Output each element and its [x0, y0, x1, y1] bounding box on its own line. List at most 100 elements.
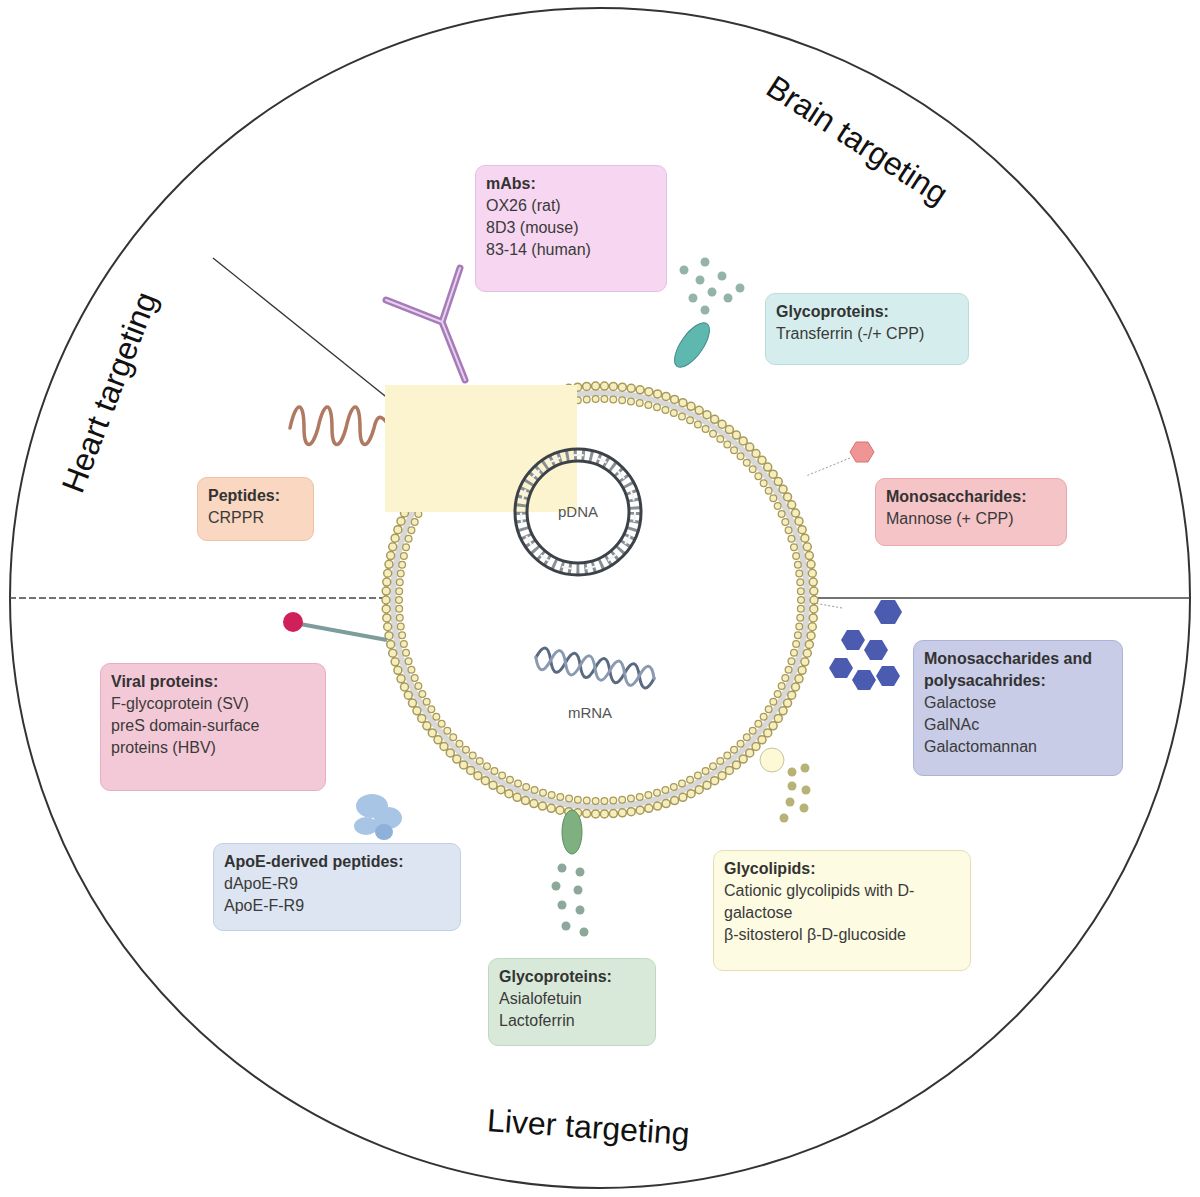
box-text: Mannose (+ CPP)	[886, 508, 1056, 530]
box-text: F-glycoprotein (SV)	[111, 693, 315, 715]
box-heading: mAbs:	[486, 173, 656, 195]
transferrin-ligand	[701, 306, 710, 315]
cargo-label: mRNA	[568, 702, 612, 724]
glycolipid-ligand	[786, 798, 795, 807]
glycoprotein-ligand	[574, 886, 583, 895]
glycolipid-ligand	[788, 768, 797, 777]
apoe-ligand	[354, 817, 378, 835]
transferrin-ligand	[724, 294, 733, 303]
ligand-box: mAbs:OX26 (rat)8D3 (mouse)83-14 (human)	[475, 165, 667, 292]
ligand-box: ApoE-derived peptides:dApoE-R9ApoE-F-R9	[213, 843, 461, 931]
box-text: CRPPR	[208, 507, 303, 529]
galactose-ligands	[829, 658, 853, 678]
transferrin-ligand	[680, 258, 745, 315]
glycolipid-ligand	[802, 786, 811, 795]
viral-protein-ligand	[283, 612, 303, 632]
glycoprotein-ligand	[552, 882, 561, 891]
box-heading: Glycolipids:	[724, 858, 960, 880]
glycolipid-ligand	[800, 804, 809, 813]
box-text: β-sitosterol β-D-glucoside	[724, 924, 960, 946]
mrna-strand	[534, 647, 656, 690]
transferrin-ligand	[696, 276, 705, 285]
transferrin-ligand	[689, 294, 698, 303]
box-text: Asialofetuin	[499, 988, 645, 1010]
ligand-box: Glycolipids:Cationic glycolipids with D-…	[713, 850, 971, 971]
nanoparticle-core	[385, 385, 577, 512]
peptide-coil	[290, 407, 396, 445]
sector-divider	[213, 258, 405, 412]
box-heading: Viral proteins:	[111, 671, 315, 693]
galactose-ligands	[876, 666, 900, 686]
nanoparticle: pDNA mRNA	[385, 385, 815, 815]
galactose-ligands	[814, 600, 902, 690]
ligand-box: Glycoproteins:Transferrin (-/+ CPP)	[765, 293, 969, 365]
galactose-ligands	[814, 603, 842, 608]
antibody-ligand	[386, 268, 465, 380]
glycoprotein-ligand	[576, 906, 585, 915]
transferrin-ligand	[736, 284, 745, 293]
box-heading: Glycoproteins:	[776, 301, 958, 323]
glycolipid-ligand	[760, 748, 811, 823]
peptide-coil	[290, 407, 396, 445]
box-text: Cationic glycolipids with D-galactose	[724, 880, 960, 924]
box-text: 8D3 (mouse)	[486, 217, 656, 239]
ligand-box: Monosaccharides and polysacahrides:Galac…	[913, 640, 1123, 776]
glycoprotein-ligand	[576, 868, 585, 877]
transferrin-ligand	[668, 317, 716, 372]
outer-circle	[10, 8, 1190, 1188]
transferrin-ligand	[668, 258, 744, 373]
box-heading: Glycoproteins:	[499, 966, 645, 988]
glycolipid-ligand	[780, 814, 789, 823]
cargo-label: pDNA	[558, 501, 598, 523]
box-text: OX26 (rat)	[486, 195, 656, 217]
apoe-ligand	[354, 794, 402, 840]
sector-divider	[9, 597, 388, 598]
ligand-box: Viral proteins:F-glycoprotein (SV)preS d…	[100, 663, 326, 791]
viral-protein-ligand	[283, 612, 387, 640]
glycolipid-ligand	[760, 748, 784, 772]
glycolipid-ligand	[788, 782, 797, 791]
box-text: Galactose	[924, 692, 1112, 714]
mannose-ligand	[806, 458, 850, 476]
glycoprotein-ligand	[558, 864, 567, 873]
box-text: Galactomannan	[924, 736, 1112, 758]
viral-protein-ligand	[300, 624, 387, 640]
transferrin-ligand	[718, 272, 727, 281]
galactose-ligands	[841, 630, 865, 650]
mannose-ligand	[806, 442, 874, 476]
antibody-ligand	[386, 268, 465, 380]
sector-divider	[812, 597, 1190, 598]
mannose-ligand	[850, 442, 874, 462]
glycolipid-ligand	[801, 764, 810, 773]
antibody-ligand	[386, 268, 465, 380]
glycoprotein-ligand	[552, 810, 589, 937]
box-text: 83-14 (human)	[486, 239, 656, 261]
ligand-box: Peptides:CRPPR	[197, 477, 314, 541]
box-heading: Monosaccharides and polysacahrides:	[924, 648, 1112, 692]
nanoparticle-core	[385, 385, 577, 512]
mrna-strand	[534, 647, 656, 690]
transferrin-ligand	[680, 266, 689, 275]
galactose-ligands	[852, 670, 876, 690]
box-text: ApoE-F-R9	[224, 895, 450, 917]
box-text: dApoE-R9	[224, 873, 450, 895]
box-text: preS domain-surface proteins (HBV)	[111, 715, 315, 759]
box-heading: Peptides:	[208, 485, 303, 507]
glycoprotein-ligand	[562, 810, 582, 854]
box-text: GalNAc	[924, 714, 1112, 736]
transferrin-ligand	[708, 288, 717, 297]
box-text: Transferrin (-/+ CPP)	[776, 323, 958, 345]
ligand-box: Monosaccharides:Mannose (+ CPP)	[875, 478, 1067, 546]
glycolipid-ligand	[780, 764, 811, 823]
box-text: Lactoferrin	[499, 1010, 645, 1032]
glycoprotein-ligand	[558, 901, 567, 910]
apoe-ligand	[375, 824, 393, 840]
galactose-ligands	[874, 600, 902, 624]
ligand-box: Glycoproteins:AsialofetuinLactoferrin	[488, 958, 656, 1046]
box-heading: ApoE-derived peptides:	[224, 851, 450, 873]
glycoprotein-ligand	[580, 928, 589, 937]
transferrin-ligand	[701, 258, 710, 267]
mrna-strand	[534, 647, 656, 690]
glycoprotein-ligand	[552, 864, 589, 937]
